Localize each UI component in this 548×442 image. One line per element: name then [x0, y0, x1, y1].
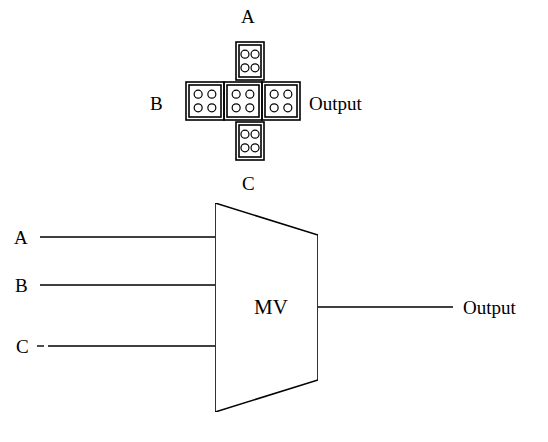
quantum-dot	[284, 104, 292, 112]
quantum-dot	[270, 90, 278, 98]
quantum-dots	[194, 50, 292, 152]
quantum-dot	[270, 104, 278, 112]
quantum-dot	[251, 144, 259, 152]
quantum-dot	[246, 90, 254, 98]
quantum-dot	[284, 90, 292, 98]
quantum-dot	[208, 90, 216, 98]
quantum-dot	[241, 64, 249, 72]
signal-name: B	[14, 276, 29, 295]
quantum-dot	[208, 104, 216, 112]
signal-name: B	[149, 94, 164, 113]
signal-name: Output	[462, 298, 517, 317]
quantum-dot	[232, 90, 240, 98]
quantum-dot	[246, 104, 254, 112]
quantum-dot	[241, 130, 249, 138]
quantum-dot	[241, 144, 249, 152]
quantum-dot	[251, 50, 259, 58]
gate-label: MV	[254, 297, 288, 318]
signal-name: C	[241, 174, 256, 193]
signal-name: A	[13, 228, 29, 247]
signal-name: C	[15, 337, 30, 356]
quantum-dot	[232, 104, 240, 112]
qca-cells	[186, 42, 300, 160]
quantum-dot	[194, 104, 202, 112]
signal-name: A	[240, 7, 256, 26]
quantum-dot	[251, 130, 259, 138]
quantum-dot	[241, 50, 249, 58]
quantum-dot	[251, 64, 259, 72]
signal-name: Output	[308, 94, 363, 113]
quantum-dot	[194, 90, 202, 98]
majority-voter: MV	[215, 203, 318, 412]
